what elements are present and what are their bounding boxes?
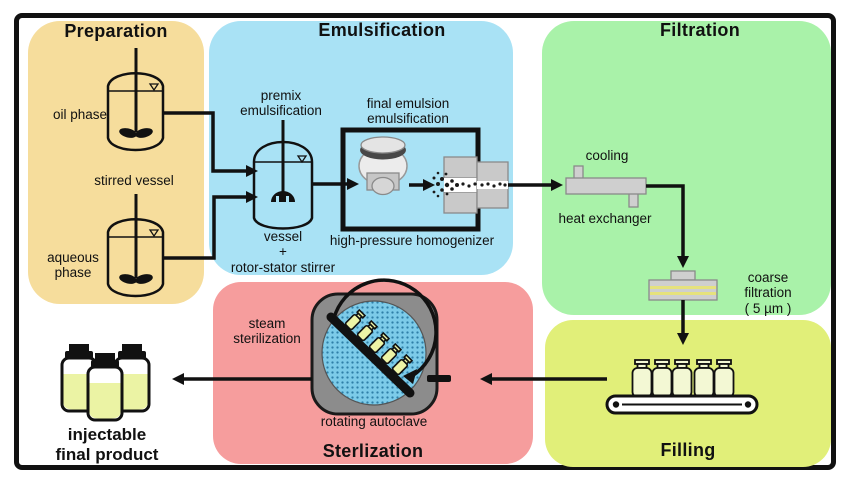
aqueous-phase-pipe-arrow [163, 191, 258, 260]
autoclave-vials [344, 308, 414, 376]
filter-to-filling-arrow [677, 300, 689, 345]
vial-icon [713, 359, 735, 398]
autoclave-port-stub [427, 375, 451, 382]
vial-icon [671, 359, 693, 398]
autoclave-rack-bar [326, 312, 415, 398]
title-preparation: Preparation [64, 21, 168, 41]
label-cooling: cooling [585, 148, 629, 163]
filling-to-sterilization-arrow [480, 373, 607, 385]
label-final-emulsion: final emulsion emulsification [366, 96, 450, 127]
conveyor-belt [605, 394, 759, 415]
level-mark-icon [296, 155, 308, 164]
label-heat-exchanger: heat exchanger [558, 211, 652, 226]
aqueous-phase-vessel [106, 194, 165, 298]
label-premix-emulsification: premix emulsification [240, 88, 322, 119]
title-filling: Filling [660, 440, 716, 460]
label-vessel-rotor-stator: vessel + rotor-stator stirrer [230, 229, 336, 275]
vial-icon [693, 359, 715, 398]
rotation-arrowhead [403, 369, 417, 384]
vessel-to-homogenizer-arrow [313, 178, 359, 190]
label-stirred-vessel: stirred vessel [94, 173, 174, 188]
label-injectable-final-product: injectable final product [55, 425, 159, 464]
emulsion-spray-dots [429, 171, 507, 198]
vial-icon [651, 359, 673, 398]
label-high-pressure-homogenizer: high-pressure homogenizer [329, 233, 495, 248]
oil-phase-pipe-arrow [163, 111, 258, 177]
label-aqueous-phase: aqueous phase [47, 250, 99, 281]
rotating-autoclave [310, 278, 451, 416]
title-sterilization: Sterlization [322, 441, 424, 461]
homogenizer-pump [358, 136, 408, 196]
rotation-arrow-icon [332, 278, 438, 378]
pump-to-valve-arrow [409, 179, 435, 191]
premix-vessel [252, 120, 314, 230]
level-mark-icon [148, 83, 160, 92]
oil-phase-vessel [106, 48, 165, 152]
product-vials [60, 344, 151, 422]
homogenizer-to-heatexchanger-arrow [508, 179, 563, 191]
label-rotating-autoclave: rotating autoclave [320, 414, 428, 429]
label-coarse-filtration: coarse filtration ( 5 µm ) [744, 270, 792, 316]
level-mark-icon [148, 229, 160, 238]
sterilization-to-product-arrow [172, 373, 312, 385]
heatexchanger-to-filter-arrow [646, 184, 689, 268]
title-emulsification: Emulsification [318, 20, 446, 40]
label-oil-phase: oil phase [52, 107, 108, 122]
vial-icon [86, 353, 124, 422]
rotor-stator-icon [271, 191, 295, 202]
homogenizing-valve [429, 156, 509, 214]
filling-vials [631, 359, 735, 398]
panel-filtration [542, 21, 831, 315]
title-filtration: Filtration [660, 20, 740, 40]
label-steam-sterilization: steam sterilization [233, 316, 301, 347]
vial-icon [631, 359, 653, 398]
coarse-filter [648, 270, 718, 301]
heat-exchanger [565, 165, 647, 208]
